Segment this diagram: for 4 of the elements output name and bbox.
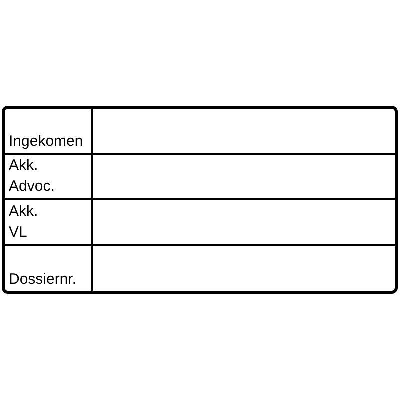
row-label: Ingekomen — [9, 132, 84, 152]
row-label: Akk. VL — [9, 202, 38, 242]
row-label: Dossiernr. — [9, 270, 77, 290]
row-label: Akk. Advoc. — [9, 156, 55, 197]
